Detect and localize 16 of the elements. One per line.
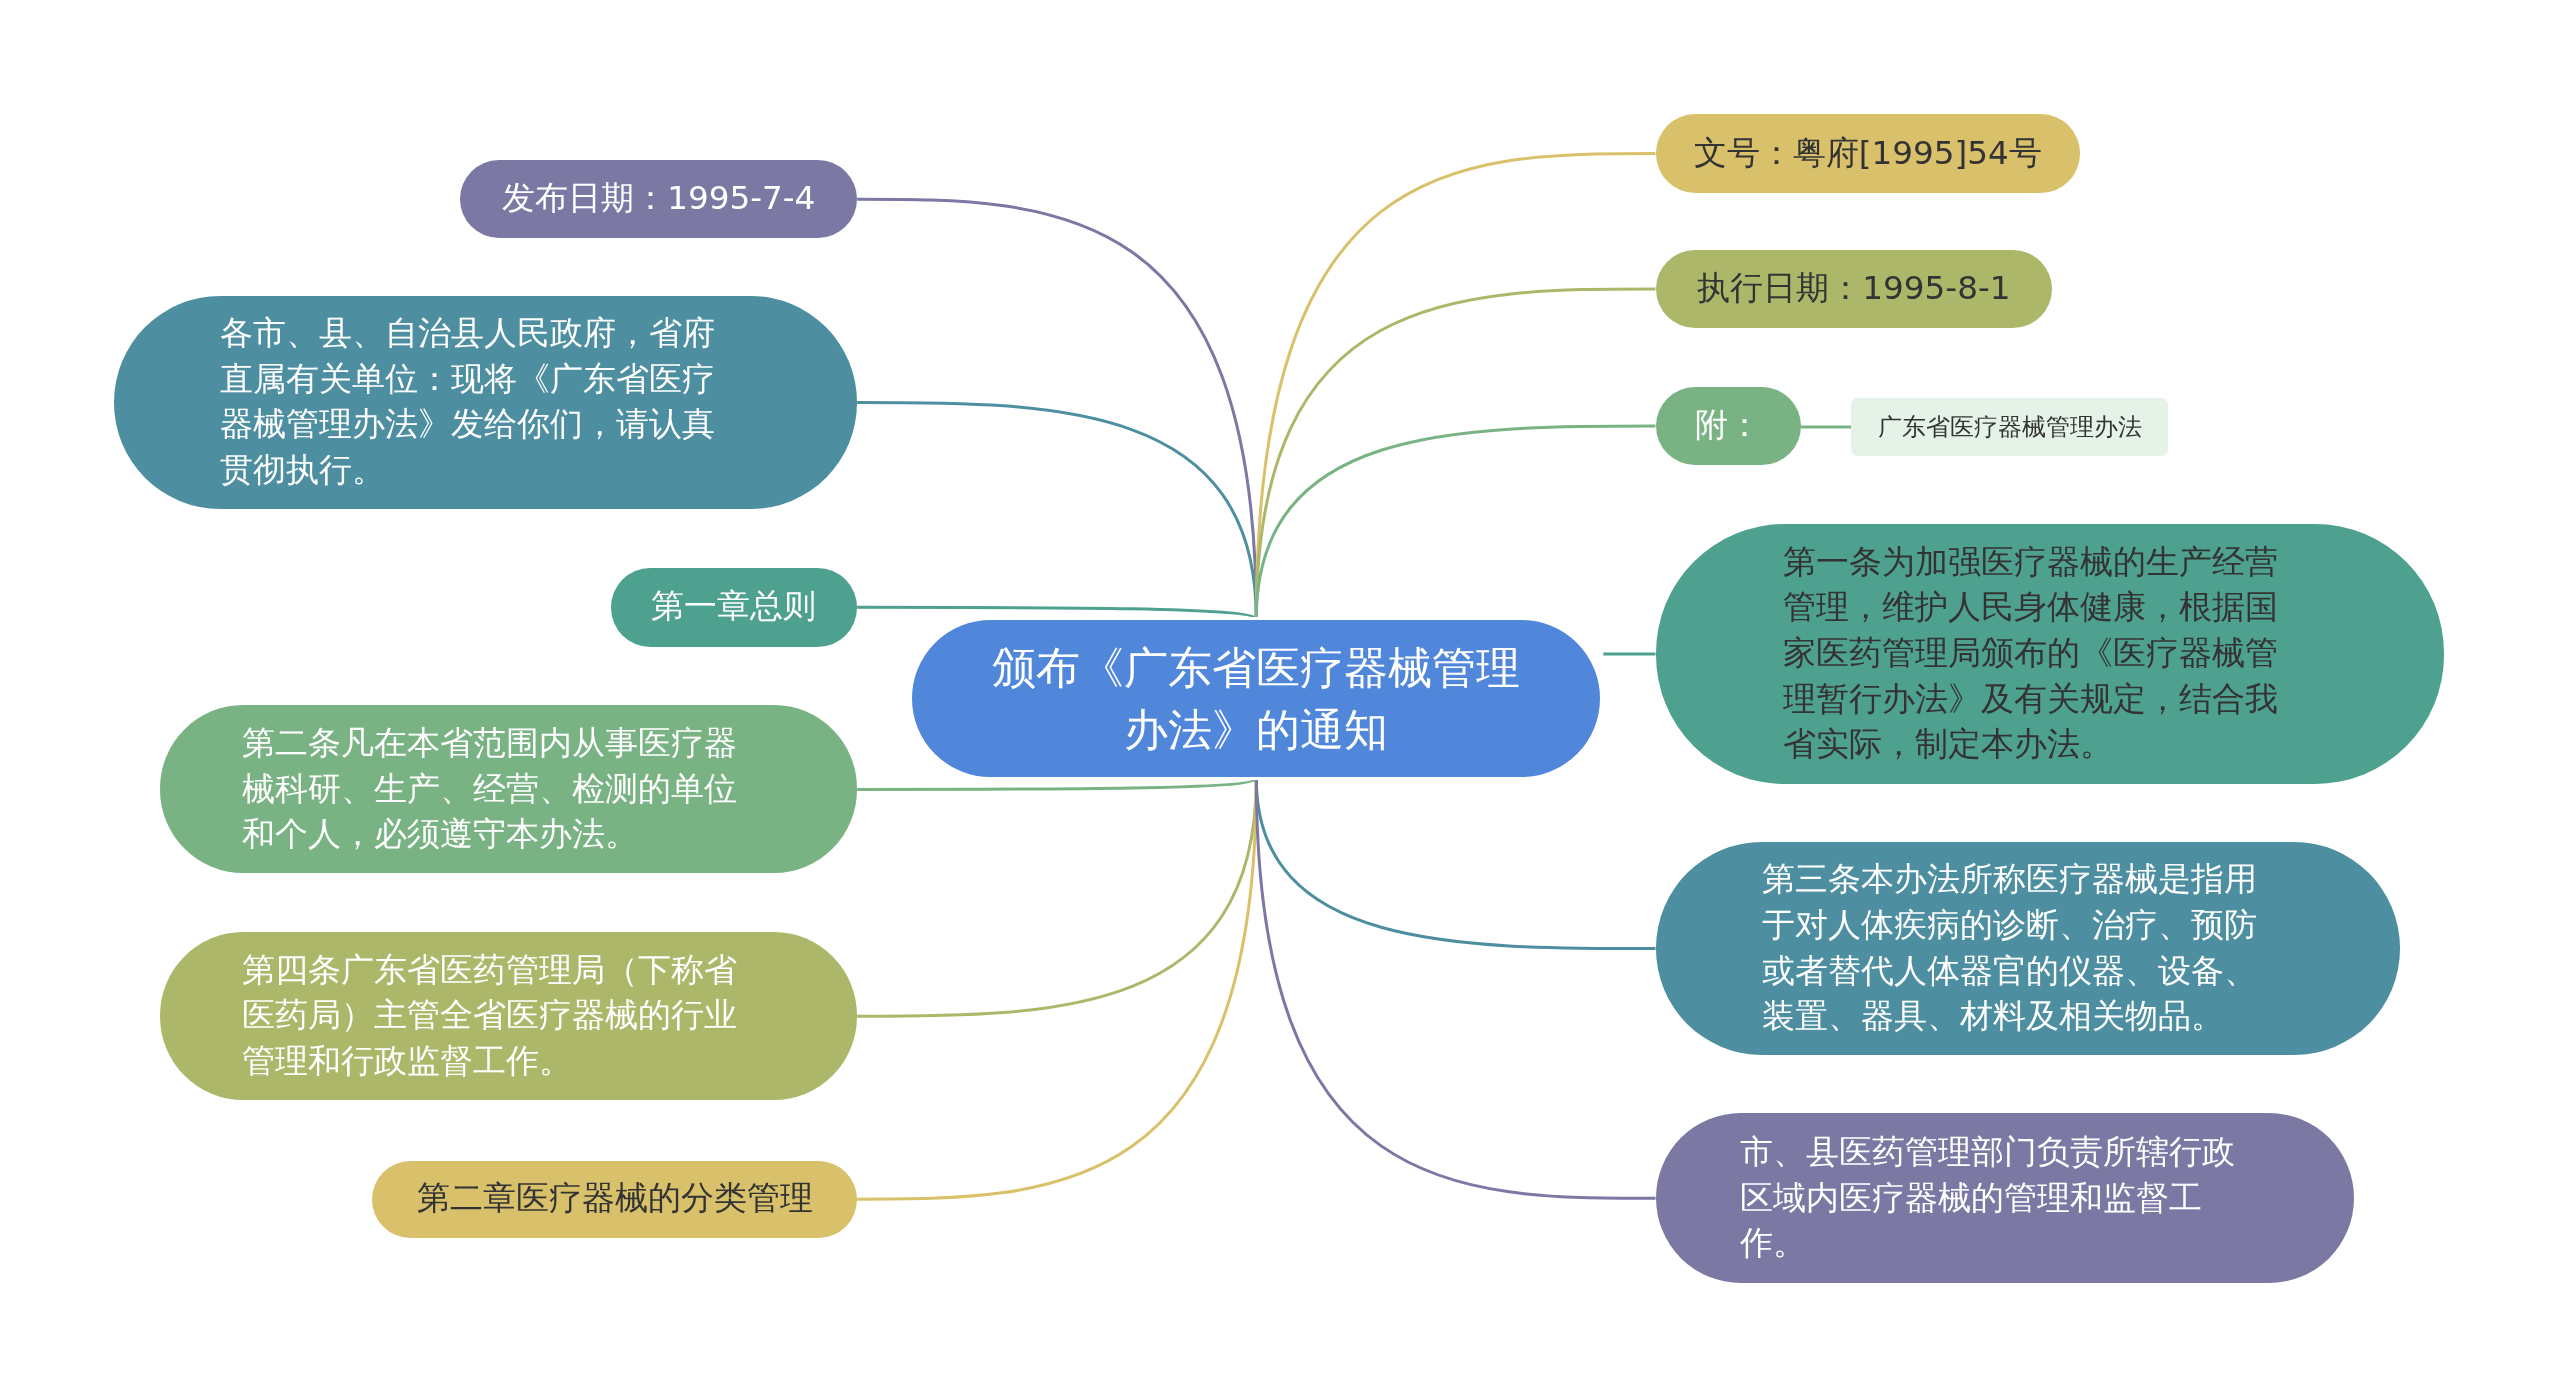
topic-box: 发布日期：1995-7-4 xyxy=(460,160,858,239)
topic-box: 各市、县、自治县人民政府，省府直属有关单位：现将《广东省医疗器械管理办法》发给你们，请认真贯彻执行。 xyxy=(114,295,858,510)
topic-box: 第一章总则 xyxy=(610,568,858,647)
topic-box: 第四条广东省医药管理局（下称省医药局）主管全省医疗器械的行业管理和行政监督工作。 xyxy=(160,932,858,1101)
topic-box: 第二章医疗器械的分类管理 xyxy=(372,1160,858,1238)
topic-box: 附： xyxy=(1655,386,1801,466)
topic-box: 第一条为加强医疗器械的生产经营管理，维护人民身体健康，根据国家医药管理局颁布的《医疗器械管理暂行办法》及有关规定，结合我省实际，制定本办法。 xyxy=(1655,524,2445,784)
connector-line xyxy=(1603,652,1656,656)
connector-line xyxy=(1800,425,1852,429)
topic-box: 执行日期：1995-8-1 xyxy=(1655,249,2053,329)
attachment-label: 广东省医疗器械管理办法 xyxy=(1851,398,2169,456)
connector-line xyxy=(1254,778,1656,1200)
topic-box: 第三条本办法所称医疗器械是指用于对人体疾病的诊断、治疗、预防或者替代人体器官的仪器、设备、装置、器具、材料及相关物品。 xyxy=(1655,842,2400,1055)
topic-box: 文号：粤府[1995]54号 xyxy=(1655,114,2080,193)
topic-box: 第二条凡在本省范围内从事医疗器械科研、生产、经营、检测的单位和个人，必须遵守本办法。 xyxy=(160,705,858,874)
topic-box: 市、县医药管理部门负责所辖行政区域内医疗器械的管理和监督工作。 xyxy=(1655,1113,2355,1284)
